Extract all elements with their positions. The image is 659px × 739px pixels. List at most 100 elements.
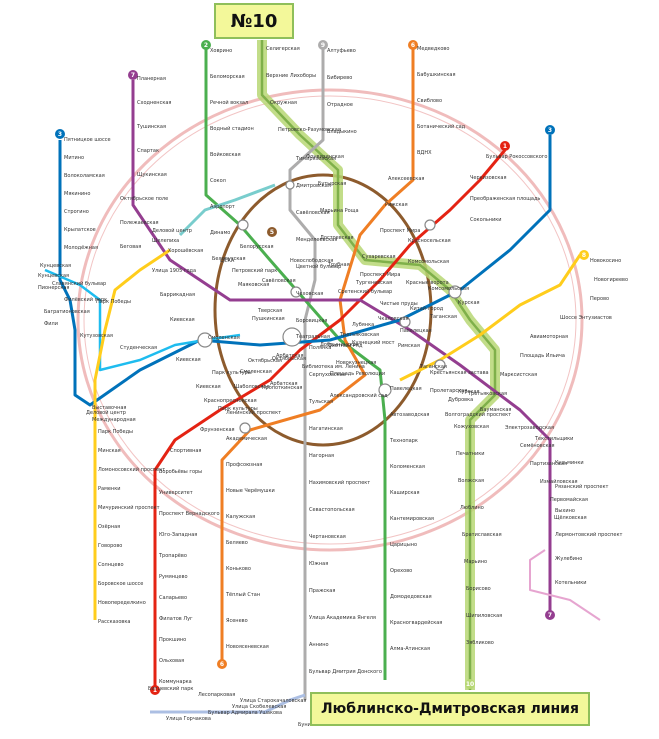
station-label-line4: Багратионовская [44, 309, 90, 315]
station-label-line9: Пражская [309, 588, 335, 594]
station-label-line11: Петровский парк [232, 267, 277, 274]
station-label-line4: Смоленская [240, 369, 272, 375]
station-label-line10: Окружная [270, 100, 297, 106]
station-label-line2: Беломорская [210, 74, 245, 80]
station-label-line10: Печатники [456, 451, 485, 457]
station-label-line9: Дмитровская [296, 183, 331, 189]
station-label-line1: Прокшино [159, 637, 186, 643]
station-label-line1: Фрунзенская [200, 427, 235, 433]
station-label-line2: Маяковская [238, 282, 269, 288]
station-label-line9: Боровицкая [296, 318, 327, 324]
line-number-callout: №10 [214, 3, 294, 39]
station-label-line3: Площадь Революции [330, 371, 385, 377]
station-label-line9: Савёловская [296, 210, 330, 216]
station-label-line10: Петровско-Разумовская [278, 127, 341, 133]
station-label-line6: Калужская [226, 514, 255, 520]
station-label-line7: Рязанский проспект [555, 483, 608, 490]
station-label-line6: Шаболовская [234, 384, 270, 390]
line-lightpink [529, 549, 601, 621]
station-label-line7: Баррикадная [160, 292, 195, 298]
badge-line-6 [408, 40, 418, 50]
station-label-line8: Солнцево [98, 562, 124, 568]
station-label-line4: Александровский сад [330, 392, 388, 399]
badge-line-9-label: 9 [321, 42, 325, 49]
station-label-line4: Кунцевская [38, 273, 69, 279]
station-label-line4: Филёвский парк [64, 296, 107, 303]
station-label-line9: Бульвар Дмитрия Донского [309, 669, 382, 675]
station-label-line12: Улица Скобелевская [232, 704, 286, 710]
station-label-line2: Театральная [295, 334, 330, 340]
station-label-line2: Новокузнецкая [336, 360, 376, 366]
station-label-line11: ЦСКА [220, 258, 235, 264]
station-label-line2: Белорусская [212, 256, 245, 262]
station-label-line4: Пионерская [38, 285, 69, 291]
badge-line-7-label: 7 [131, 72, 135, 79]
badge-line-6-south-label: 6 [220, 661, 224, 668]
station-label-line11: Хорошёвская [168, 248, 203, 254]
station-label-line10: Марьина Роща [320, 208, 359, 214]
station-label-line10: Марьино [464, 559, 487, 565]
station-label-line10: Селигерская [266, 46, 300, 52]
station-label-line6: Новоясеневская [226, 644, 269, 650]
station-label-line2: Речной вокзал [210, 99, 248, 106]
station-label-line9: Нагорная [309, 453, 334, 459]
badge-line-3-east-label: 3 [548, 127, 552, 134]
badge-line-6-label: 6 [411, 42, 415, 49]
station-label-line3: Арбатская [276, 353, 304, 359]
station-label-line7: Текстильщики [534, 436, 573, 442]
station-label-line3: Митино [64, 155, 84, 161]
station-label-line2: Домодедовская [390, 594, 432, 600]
badge-line-10-label: 10 [466, 681, 474, 688]
badge-line-6-south [217, 659, 227, 669]
station-label-line7: Беговая [120, 244, 141, 250]
station-label-line9: Чеховская [296, 291, 323, 297]
station-label-line10: Люблино [460, 505, 484, 511]
station-label-line7: Октябрьское поле [120, 196, 168, 202]
station-label-line8: Новокосино [590, 258, 621, 264]
station-label-line10: Бутырская [318, 181, 346, 187]
station-label-line3: Щёлковская [554, 515, 587, 521]
station-label-line1: Тропарёво [158, 553, 187, 559]
central-circle-ring-inner [83, 95, 577, 545]
station-label-line9: Нахимовский проспект [309, 479, 370, 486]
line-7 [131, 80, 552, 615]
station-label-line2: Войковская [210, 151, 241, 158]
station-label-line7: Выхино [555, 508, 575, 514]
station-label-line6: Тургеневская [355, 280, 392, 286]
station-label-line12: Улица Старокачаловская [240, 698, 306, 704]
station-label-line6: Проспект Мира [380, 228, 420, 234]
station-label-line5: Комсомольская [428, 286, 469, 292]
station-label-line1: Комсомольская [408, 259, 449, 265]
station-label-line6: Беляево [226, 540, 248, 546]
station-label-line11: Шелепиха [152, 238, 179, 244]
station-label-line8: Ломоносовский проспект [98, 466, 165, 473]
station-label-line10: Достоевская [320, 235, 354, 241]
station-label-line2: Красногвардейская [390, 619, 442, 626]
badge-line-3-label: 3 [58, 131, 62, 138]
station-label-line1: Проспект Вернадского [159, 511, 220, 517]
station-label-line1: Красносельская [408, 238, 451, 244]
station-label-line2: Коломенская [390, 464, 425, 470]
station-label-line1: Сокольники [470, 217, 502, 223]
station-label-line8: Парк Победы [98, 429, 133, 435]
station-label-line3: Крылатское [64, 227, 96, 233]
station-label-line9: Тульская [308, 399, 333, 405]
station-label-line5: Краснопресненская [204, 398, 257, 404]
hub-taganskaya [434, 359, 446, 371]
hub-belorusskaya [237, 219, 249, 231]
line-5-circle [213, 173, 433, 447]
station-label-line5: Павелецкая [400, 328, 432, 334]
hub-kitay-gorod [399, 316, 411, 328]
station-label-line5: Белорусская [240, 244, 273, 250]
station-label-line9: Севастопольская [309, 507, 355, 513]
station-label-line10: Римская [398, 343, 420, 349]
station-label-line8: Площадь Ильича [520, 353, 565, 359]
station-label-line7: Сходненская [137, 100, 171, 106]
station-label-line11: Деловой центр [152, 227, 192, 234]
station-label-line1: Румянцево [159, 574, 188, 580]
station-label-line1: Лубянка [352, 322, 374, 328]
station-label-line5: Новослободская [290, 258, 333, 264]
hub-paveletskaya [378, 383, 392, 397]
station-label-line3: Смоленская [208, 335, 240, 341]
